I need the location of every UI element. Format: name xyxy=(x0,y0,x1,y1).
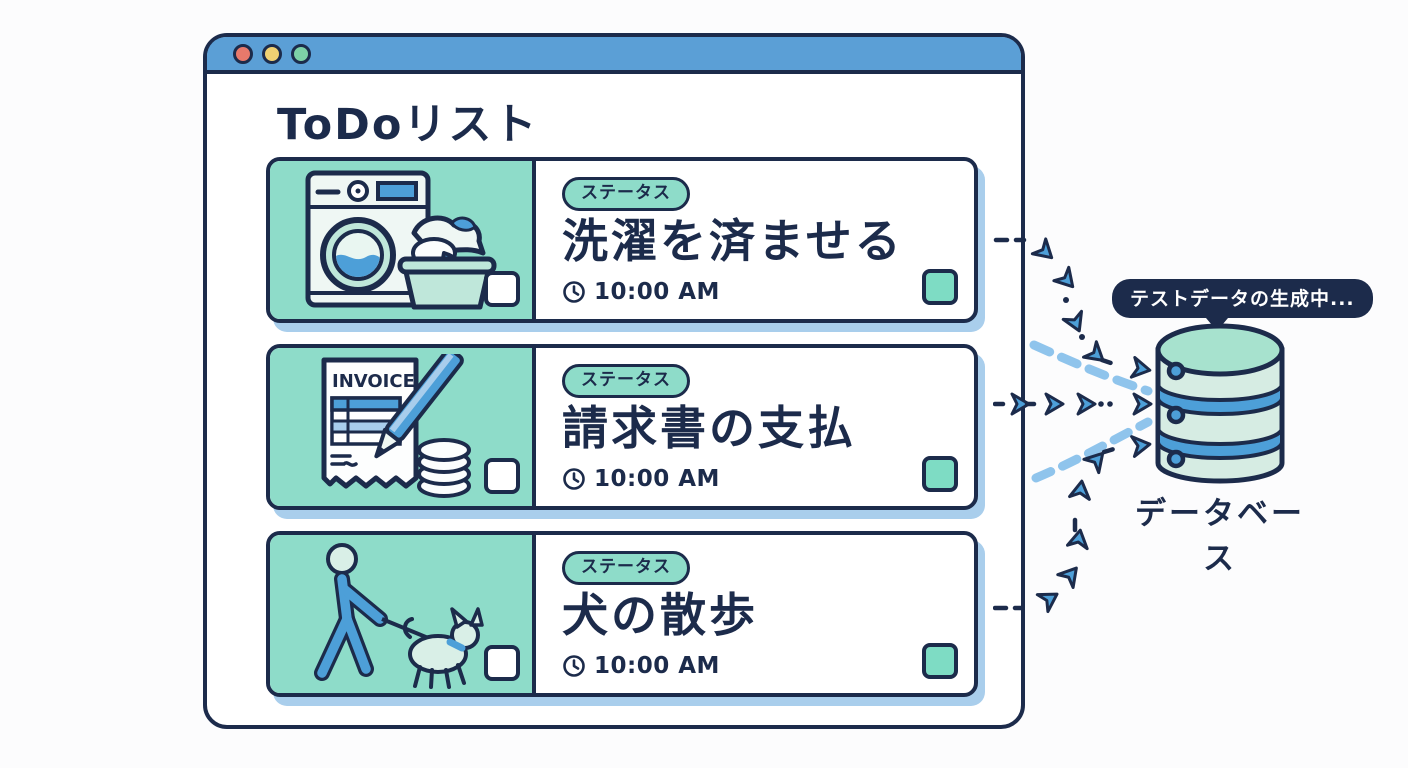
task-checkbox[interactable] xyxy=(922,269,958,305)
window-close-button[interactable] xyxy=(233,43,253,64)
invoice-text: INVOICE xyxy=(332,371,415,392)
task-time-row: 10:00 AM xyxy=(562,653,720,679)
data-flow-arrows xyxy=(993,237,1154,614)
task-title: 洗濯を済ませる xyxy=(562,214,904,269)
task-time: 10:00 AM xyxy=(594,466,720,492)
task-time-row: 10:00 AM xyxy=(562,466,720,492)
invoice-icon: INVOICE xyxy=(321,354,471,498)
dog-walking-icon xyxy=(314,543,484,689)
task-time-row: 10:00 AM xyxy=(562,279,720,305)
task-card-invoice[interactable]: INVOICE xyxy=(266,344,978,510)
task-card-body: ステータス 請求書の支払 10:00 AM xyxy=(536,348,974,506)
coins-icon xyxy=(417,438,471,498)
washing-machine-icon xyxy=(305,170,497,310)
task-art-checkbox[interactable] xyxy=(484,458,520,494)
window-titlebar xyxy=(207,37,1021,74)
task-card-dog-walk[interactable]: ステータス 犬の散歩 10:00 AM xyxy=(266,531,978,697)
clock-icon xyxy=(563,655,585,677)
browser-window: ToDoリスト xyxy=(203,33,1025,729)
task-list: ステータス 洗濯を済ませる 10:00 AM xyxy=(266,157,978,697)
page-title: ToDoリスト xyxy=(277,100,539,150)
task-title: 請求書の支払 xyxy=(562,401,856,456)
task-title: 犬の散歩 xyxy=(562,588,758,643)
status-badge: ステータス xyxy=(562,364,690,399)
task-checkbox[interactable] xyxy=(922,456,958,492)
window-minimize-button[interactable] xyxy=(262,43,282,64)
task-card-laundry[interactable]: ステータス 洗濯を済ませる 10:00 AM xyxy=(266,157,978,323)
task-checkbox[interactable] xyxy=(922,643,958,679)
task-time: 10:00 AM xyxy=(594,279,720,305)
window-maximize-button[interactable] xyxy=(291,43,311,64)
task-card-body: ステータス 犬の散歩 10:00 AM xyxy=(536,535,974,693)
clock-icon xyxy=(563,468,585,490)
generating-tooltip: テストデータの生成中... xyxy=(1112,279,1373,331)
pen-icon xyxy=(374,354,464,459)
task-art-checkbox[interactable] xyxy=(484,645,520,681)
database-icon xyxy=(1155,323,1285,484)
task-time: 10:00 AM xyxy=(594,653,720,679)
task-art-checkbox[interactable] xyxy=(484,271,520,307)
task-illustration-panel: INVOICE xyxy=(270,348,536,506)
status-badge: ステータス xyxy=(562,551,690,586)
task-illustration-panel xyxy=(270,161,536,319)
status-badge: ステータス xyxy=(562,177,690,212)
database-label: データベース xyxy=(1135,496,1305,577)
task-card-body: ステータス 洗濯を済ませる 10:00 AM xyxy=(536,161,974,319)
clock-icon xyxy=(563,281,585,303)
task-illustration-panel xyxy=(270,535,536,693)
